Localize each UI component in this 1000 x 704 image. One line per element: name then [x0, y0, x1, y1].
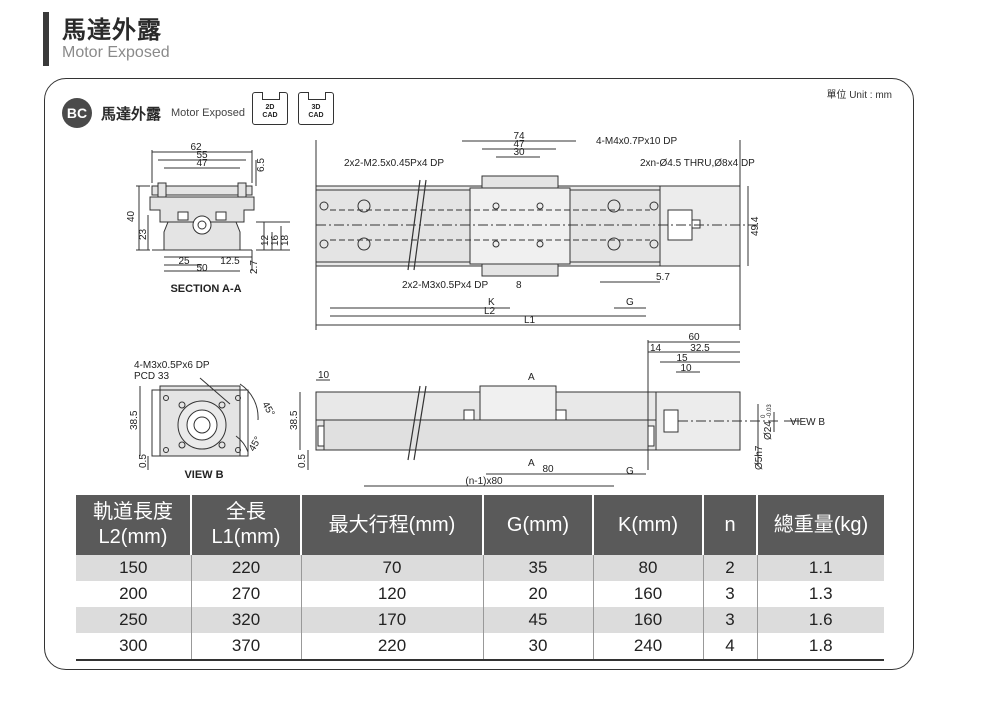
dim-l1: L1: [524, 315, 536, 326]
dim-80: 80: [542, 464, 554, 475]
dim-12: 12: [260, 234, 271, 246]
dim-38-5-b: 38.5: [129, 410, 140, 430]
section-mark-a-bottom: A: [528, 458, 535, 469]
note-m3-view-b: 4-M3x0.5Px6 DP: [134, 360, 210, 371]
note-m4: 4-M4x0.7Px10 DP: [596, 136, 677, 147]
unit-label: 單位 Unit : mm: [826, 90, 892, 101]
dim-0-5-side: 0.5: [297, 454, 308, 468]
title-accent-bar: [43, 12, 49, 66]
dim-18: 18: [280, 234, 291, 246]
dim-38-5-side: 38.5: [289, 410, 300, 430]
cad-2d-icon[interactable]: 2D CAD: [252, 92, 288, 125]
angle-45-lower: 45°: [247, 435, 264, 454]
dim-32-5: 32.5: [690, 343, 710, 354]
dim-g-side: G: [626, 466, 634, 477]
page-title: 馬達外露: [62, 17, 162, 44]
dim-47-top: 47: [513, 139, 525, 150]
dim-2-7: 2.7: [249, 260, 260, 274]
dim-g-top: G: [626, 297, 634, 308]
dim-15: 15: [676, 353, 688, 364]
model-badge: BC: [62, 98, 92, 128]
dim-k: K: [488, 297, 495, 308]
header-k: K(mm): [593, 495, 704, 555]
dim-30: 30: [513, 147, 525, 158]
header-n: n: [703, 495, 758, 555]
dim-10-b: 10: [680, 363, 692, 374]
dim-55: 55: [196, 150, 208, 161]
dim-74: 74: [513, 131, 525, 142]
section-aa-caption: SECTION A-A: [170, 283, 241, 295]
dim-62: 62: [190, 142, 202, 153]
dim-60: 60: [688, 332, 700, 343]
dim-10: 10: [318, 370, 330, 381]
view-b-caption: VIEW B: [184, 469, 223, 481]
section-mark-a-top: A: [528, 372, 535, 383]
section-title: 馬達外露: [101, 106, 162, 123]
view-b: [139, 377, 259, 470]
dim-49-4: 49.4: [750, 216, 761, 236]
dim-14: 14: [650, 343, 662, 354]
dim-47: 47: [196, 158, 208, 169]
dim-40: 40: [126, 210, 137, 222]
tol-upper: 0: [761, 414, 767, 418]
view-b-arrow-label: VIEW B: [790, 417, 825, 428]
note-thru: 2xn-Ø4.5 THRU,Ø8x4 DP: [640, 158, 755, 169]
dim-23: 23: [138, 228, 149, 240]
dim-5h7: Ø5h7: [754, 445, 765, 470]
header-g: G(mm): [483, 495, 594, 555]
note-m3: 2x2-M3x0.5Px4 DP: [402, 280, 488, 291]
dim-shaft-24: Ø24: [763, 421, 774, 440]
dim-6-5: 6.5: [256, 158, 267, 172]
header-weight: 總重量(kg): [757, 495, 884, 555]
cad-3d-icon[interactable]: 3D CAD: [298, 92, 334, 125]
tol-lower: -0.03: [767, 404, 773, 418]
dim-pitch: (n-1)x80: [465, 476, 503, 487]
section-subtitle: Motor Exposed: [171, 107, 245, 119]
note-m2-5: 2x2-M2.5x0.45Px4 DP: [344, 158, 444, 169]
drawing-frame: [44, 78, 914, 670]
note-pcd: PCD 33: [134, 371, 169, 382]
dim-8: 8: [516, 280, 522, 291]
dim-12-5: 12.5: [220, 256, 240, 267]
dim-l2: L2: [484, 306, 496, 317]
header-stroke: 最大行程(mm): [301, 495, 484, 555]
dim-25: 25: [178, 256, 190, 267]
dim-16: 16: [270, 234, 281, 246]
dim-0-5-b: 0.5: [138, 454, 149, 468]
dim-5-7: 5.7: [656, 272, 670, 283]
top-view: [315, 140, 760, 330]
dim-50: 50: [196, 263, 208, 274]
section-aa-view: [136, 150, 290, 272]
page-subtitle: Motor Exposed: [62, 44, 170, 61]
angle-45-upper: 45°: [259, 400, 276, 419]
side-view: [299, 340, 800, 487]
